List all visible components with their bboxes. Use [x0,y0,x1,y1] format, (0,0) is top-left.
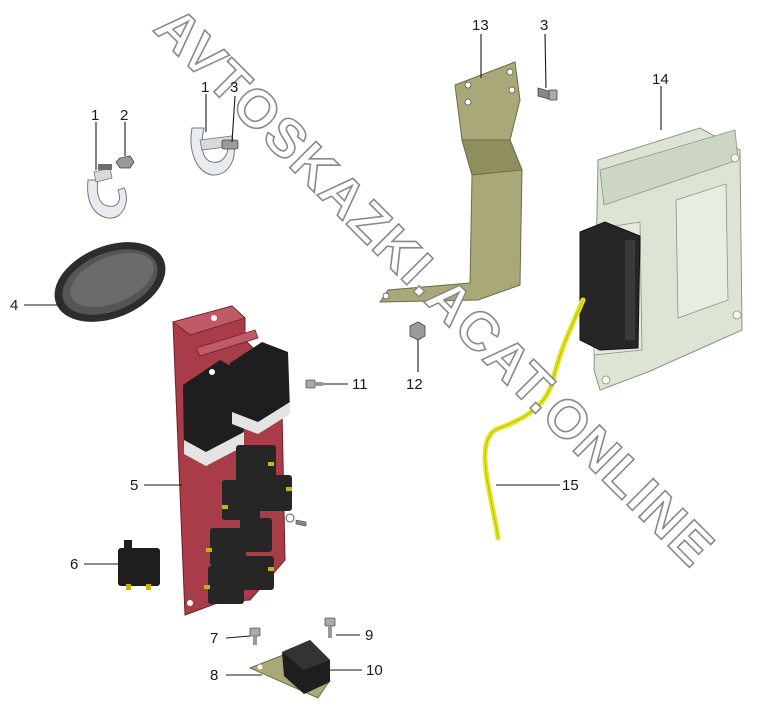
callout-6: 6 [70,556,78,573]
callout-3a: 3 [230,79,238,96]
ecu-14 [579,127,743,391]
screw-11 [305,379,323,389]
clip-1-left [87,164,127,219]
grommet-4 [54,242,166,322]
callout-4: 4 [10,297,18,314]
screw-9 [324,617,336,638]
callout-5: 5 [130,477,138,494]
relay-bracket-5 [172,305,307,616]
screw-7 [249,627,261,645]
callout-15: 15 [562,477,579,494]
callout-13: 13 [472,17,489,34]
module-10 [282,640,330,694]
nut-12 [409,321,426,341]
callout-10: 10 [366,662,383,679]
callout-7: 7 [210,630,218,647]
callout-2: 2 [120,107,128,124]
screw-3-top [537,87,558,101]
callout-3b: 3 [540,17,548,34]
callout-labels: 1 2 1 3 13 3 14 4 5 6 7 8 9 10 11 12 15 [10,17,669,684]
screw-3-clip [221,139,239,150]
relay-6 [118,540,160,590]
callout-11: 11 [352,376,368,393]
callout-1a: 1 [91,107,99,124]
nut-2 [115,155,135,169]
callout-1b: 1 [201,79,209,96]
callout-14: 14 [652,71,669,88]
bracket-13 [379,61,523,303]
callout-8: 8 [210,667,218,684]
clip-1-right [190,127,235,176]
callout-12: 12 [406,376,423,393]
callout-9: 9 [365,627,373,644]
leader-lines [24,33,662,676]
